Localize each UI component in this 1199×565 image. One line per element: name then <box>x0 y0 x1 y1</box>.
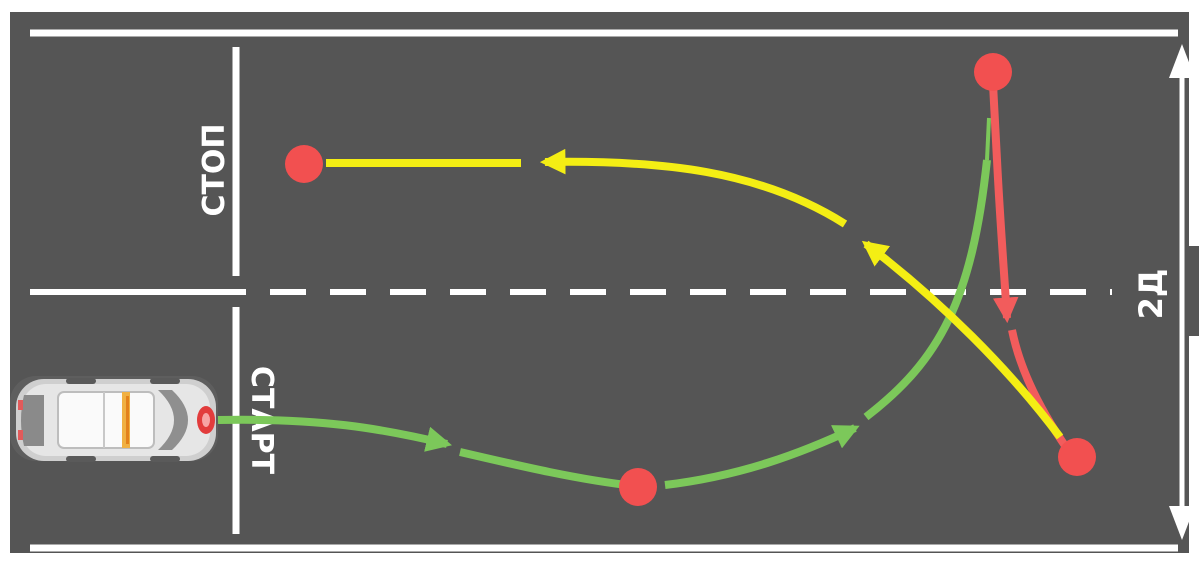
marker-turn-low <box>619 468 657 506</box>
stop-label: СТОП <box>197 123 232 216</box>
marker-turn-bottom <box>1058 438 1096 476</box>
car-icon <box>10 376 218 462</box>
forward-path <box>217 117 991 490</box>
double-arrow-icon <box>1169 44 1199 540</box>
exit-path <box>326 148 1064 440</box>
marker-stop <box>285 145 323 183</box>
center-line-start-segment <box>30 289 240 295</box>
marker-turn-top <box>974 53 1012 91</box>
road-surface <box>10 12 1189 553</box>
width-label: 2Д <box>1132 269 1170 320</box>
